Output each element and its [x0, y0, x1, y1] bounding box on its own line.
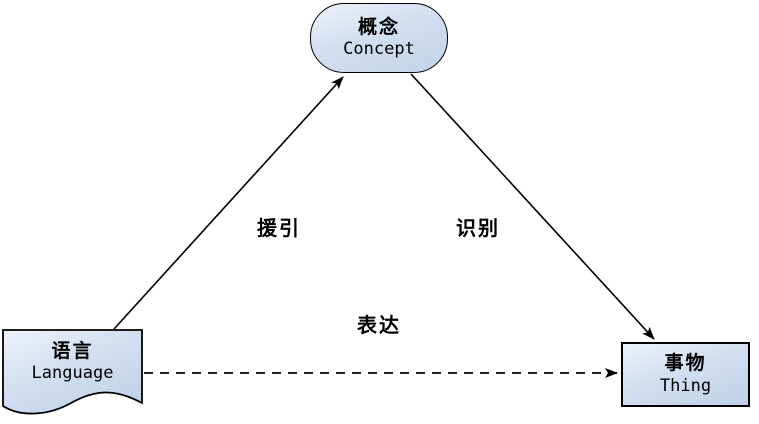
- thing-label-en: Thing: [659, 375, 712, 396]
- node-concept: 概念 Concept: [310, 3, 448, 73]
- edge-label-express: 表达: [357, 315, 401, 337]
- node-language: 语言 Language: [3, 332, 142, 392]
- edge-label-identify: 识别: [456, 218, 500, 240]
- arrow-identify: [410, 73, 655, 340]
- language-label-zh: 语言: [51, 340, 94, 362]
- node-thing: 事物 Thing: [621, 342, 750, 407]
- concept-label-zh: 概念: [357, 16, 400, 38]
- concept-label-en: Concept: [343, 39, 415, 60]
- language-label-en: Language: [31, 363, 114, 384]
- language-node-shape: [2, 329, 143, 415]
- thing-label-zh: 事物: [664, 353, 707, 374]
- edge-label-cite: 援引: [257, 218, 301, 240]
- arrow-cite: [113, 76, 344, 330]
